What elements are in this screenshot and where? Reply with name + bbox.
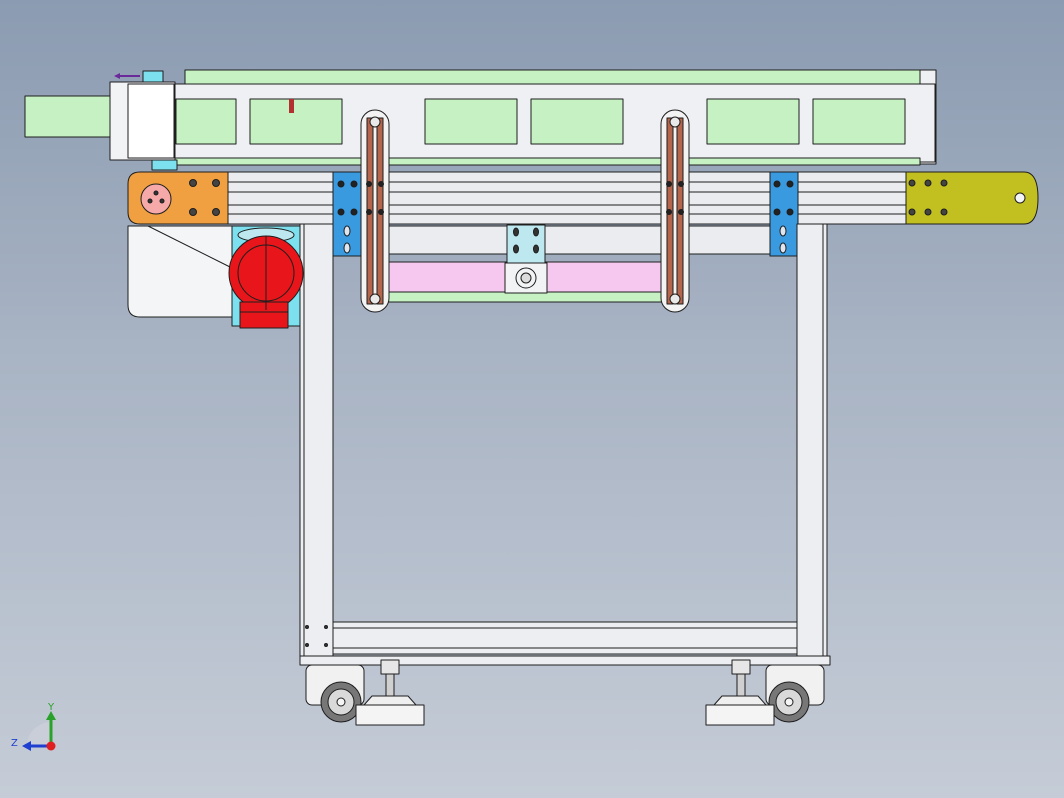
drive-pulley <box>140 183 172 215</box>
drive-guard <box>127 225 233 318</box>
tail-end-bracket <box>905 171 1039 225</box>
z-axis-label: Z <box>11 738 18 749</box>
axis-triad: Y Z <box>11 702 56 751</box>
drive-shaft-extension <box>24 95 116 138</box>
drive-end-bracket <box>127 171 229 225</box>
mount-plate-left <box>332 171 362 257</box>
photo-sensor <box>142 70 164 83</box>
origin-icon <box>46 741 56 751</box>
support-frame <box>299 223 831 666</box>
direction-arrow-icon <box>114 73 140 79</box>
caster-wheel-left <box>305 664 365 723</box>
gear-motor <box>228 225 304 329</box>
belt-tension-arms <box>360 109 690 313</box>
caster-wheel-right <box>765 664 825 723</box>
tension-hub <box>506 224 546 264</box>
leveling-foot-left <box>355 659 425 726</box>
frame-leg-right <box>796 223 828 657</box>
frame-leg-left <box>299 223 334 657</box>
frame-crossbar <box>332 621 798 655</box>
conveyor-top-panel <box>24 69 937 171</box>
y-axis-label: Y <box>47 702 55 713</box>
leveling-foot-right <box>705 659 775 726</box>
mount-plate-right <box>769 171 799 257</box>
